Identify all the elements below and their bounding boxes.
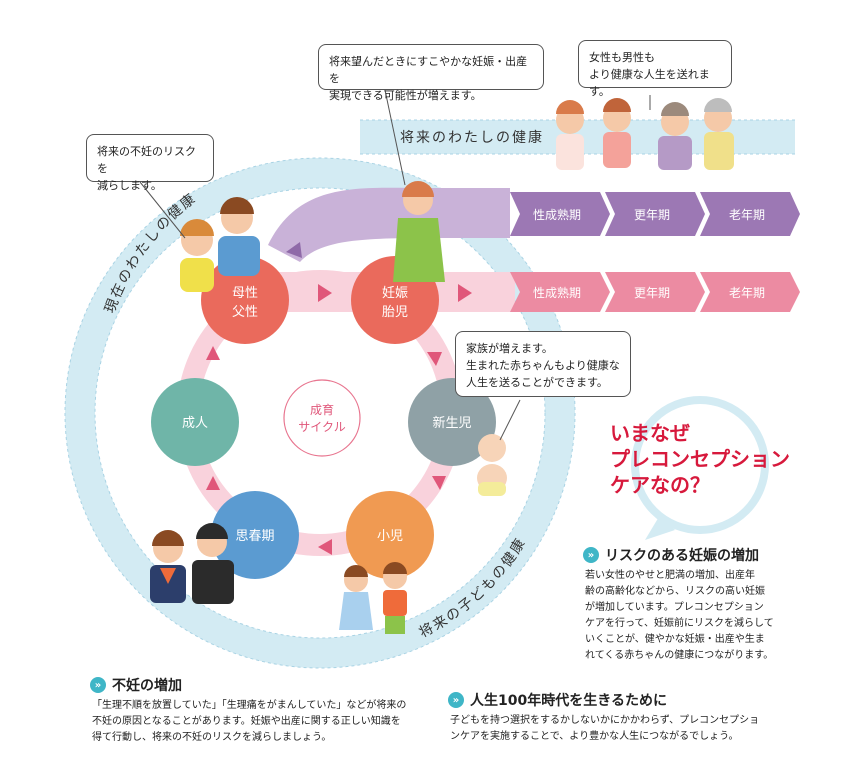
arrow-adult-to-parent-icon <box>206 346 220 360</box>
bubble-all-genders-line-1: 女性も男性も <box>589 51 655 64</box>
stage-circle-puberty <box>211 491 299 579</box>
bubble-family-line-2: 生まれた赤ちゃんもより健康な <box>466 359 620 372</box>
stage-label-pregnancy-2: 胎児 <box>382 305 408 320</box>
upper-row-label-1: 性成熟期 <box>533 207 581 222</box>
stage-circle-child <box>346 491 434 579</box>
outer-ring-dash-outer <box>64 157 576 669</box>
stage-circle-parent <box>201 256 289 344</box>
bubble-family: 家族が増えます。 生まれた赤ちゃんもより健康な 人生を送ることができます。 <box>455 331 631 397</box>
stage-label-pregnancy-1: 妊娠 <box>382 286 408 301</box>
headline-line-1: いまなぜ <box>610 421 690 445</box>
pregnant-woman-illustration <box>393 181 445 282</box>
stage-label-puberty: 思春期 <box>235 529 274 544</box>
section-life100-title-text: 人生100年時代を生きるために <box>470 693 667 709</box>
stage-label-newborn: 新生児 <box>432 415 471 431</box>
section-risk-title-text: リスクのある妊娠の増加 <box>605 548 759 564</box>
purple-life-band <box>268 187 510 262</box>
purple-up-arrow-icon <box>286 242 302 258</box>
outer-health-ring <box>65 158 575 668</box>
section-life100-title: » 人生100年時代を生きるために <box>448 690 667 710</box>
upper-row-label-2: 更年期 <box>634 208 670 222</box>
section-risk-line-1: 若い女性のやせと肥満の増加、出産年 <box>585 570 755 581</box>
lower-row-label-2: 更年期 <box>634 286 670 300</box>
section-life100-body: 子どもを持つ選択をするかしないかにかかわらず、プレコンセプショ ンケアを実施する… <box>450 713 790 745</box>
lower-row-label-1: 性成熟期 <box>533 285 581 300</box>
bubble-family-line-1: 家族が増えます。 <box>466 342 553 355</box>
section-risk-title: » リスクのある妊娠の増加 <box>583 545 759 565</box>
upper-row-chevron-3 <box>700 192 800 236</box>
parents-illustration <box>180 197 260 292</box>
headline-bubble-tail <box>645 515 675 540</box>
baby-illustration <box>477 434 507 496</box>
section-infertility-title-text: 不妊の増加 <box>112 678 182 694</box>
bubble-pregnancy: 将来望んだときにすこやかな妊娠・出産を 実現できる可能性が増えます。 <box>318 44 544 102</box>
bubble-infertility-line-1: 将来の不妊のリスクを <box>97 145 196 175</box>
stage-circle-adult <box>151 378 239 466</box>
teens-illustration <box>150 523 234 604</box>
bubble-family-line-3: 人生を送ることができます。 <box>466 376 608 389</box>
upper-row-chevron-1 <box>510 192 610 236</box>
section-risk-line-5: いくことが、健やかな妊娠・出産や生ま <box>585 634 765 645</box>
arrow-puberty-to-adult-icon <box>206 476 220 490</box>
children-illustration <box>339 562 407 634</box>
arrow-parent-to-pregnancy-icon <box>318 284 332 302</box>
headline: いまなぜ プレコンセプション ケアなの？ <box>610 420 790 498</box>
bubble-pregnancy-line-2: 実現できる可能性が増えます。 <box>329 89 482 102</box>
stage-label-parent-1: 母性 <box>232 286 258 301</box>
section-infertility-body: 「生理不順を放置していた」「生理痛をがまんしていた」などが将来の 不妊の原因とな… <box>92 698 422 746</box>
headline-line-3: ケアなの？ <box>610 473 710 497</box>
section-infertility-line-3: 得て行動し、将来の不妊のリスクを減らしましょう。 <box>92 732 332 743</box>
double-chevron-icon: » <box>90 677 106 693</box>
section-risk-line-2: 齢の高齢化などから、リスクの高い妊娠 <box>585 586 765 597</box>
lower-row-chevron-1 <box>510 272 610 312</box>
outer-ring-dash-inner <box>94 187 546 639</box>
pointer-family <box>499 399 521 441</box>
bubble-infertility-line-2: 減らします。 <box>97 179 162 192</box>
headline-line-2: プレコンセプション <box>610 447 790 471</box>
pointer-pregnancy <box>384 89 406 186</box>
arrow-child-to-puberty-icon <box>318 539 332 555</box>
bubble-all-genders-line-2: より健康な人生を送れます。 <box>589 68 710 98</box>
bubble-all-genders: 女性も男性も より健康な人生を送れます。 <box>578 40 732 98</box>
bubble-pregnancy-line-1: 将来望んだときにすこやかな妊娠・出産を <box>329 55 528 85</box>
section-infertility-line-1: 「生理不順を放置していた」「生理痛をがまんしていた」などが将来の <box>92 700 407 711</box>
double-chevron-icon: » <box>583 547 599 563</box>
upper-row-chevron-2 <box>605 192 705 236</box>
arrow-newborn-to-child-icon <box>432 476 446 490</box>
section-infertility-line-2: 不妊の原因となることがあります。妊娠や出産に関する正しい知識を <box>92 716 401 727</box>
stage-label-adult: 成人 <box>182 416 208 431</box>
future-health-label: 将来のわたしの健康 <box>400 129 544 146</box>
section-life100-line-2: ンケアを実施することで、より豊かな人生につながるでしょう。 <box>450 731 739 742</box>
upper-row-label-3: 老年期 <box>729 208 765 222</box>
section-risk-line-3: が増加しています。プレコンセプション <box>585 602 764 613</box>
lower-row-label-3: 老年期 <box>729 286 765 300</box>
double-chevron-icon: » <box>448 692 464 708</box>
lower-row-chevron-2 <box>605 272 705 312</box>
cycle-center-circle <box>283 379 361 457</box>
cycle-center-label-2: サイクル <box>298 420 345 434</box>
arrow-pregnancy-to-newborn-icon <box>427 352 442 366</box>
lower-row <box>510 272 800 312</box>
arrow-pregnancy-to-band-icon <box>458 284 472 302</box>
cycle-center-label-1: 成育 <box>310 402 334 417</box>
section-risk-body: 若い女性のやせと肥満の増加、出産年 齢の高齢化などから、リスクの高い妊娠 が増加… <box>585 568 790 664</box>
family-illustration-top <box>556 98 734 170</box>
bubble-infertility-risk: 将来の不妊のリスクを 減らします。 <box>86 134 214 192</box>
section-risk-line-4: ケアを行って、妊娠前にリスクを減らして <box>585 618 774 629</box>
headline-bubble-circle <box>631 396 769 534</box>
stage-label-parent-2: 父性 <box>232 305 258 320</box>
section-risk-line-6: れてくる赤ちゃんの健康につながります。 <box>585 650 774 661</box>
upper-row <box>510 192 800 236</box>
stage-label-child: 小児 <box>377 529 403 544</box>
stage-circle-newborn <box>408 378 496 466</box>
section-life100-line-1: 子どもを持つ選択をするかしないかにかかわらず、プレコンセプショ <box>450 715 760 726</box>
pointer-infertility <box>139 181 186 239</box>
section-infertility-title: » 不妊の増加 <box>90 675 182 695</box>
lower-row-chevron-3 <box>700 272 800 312</box>
